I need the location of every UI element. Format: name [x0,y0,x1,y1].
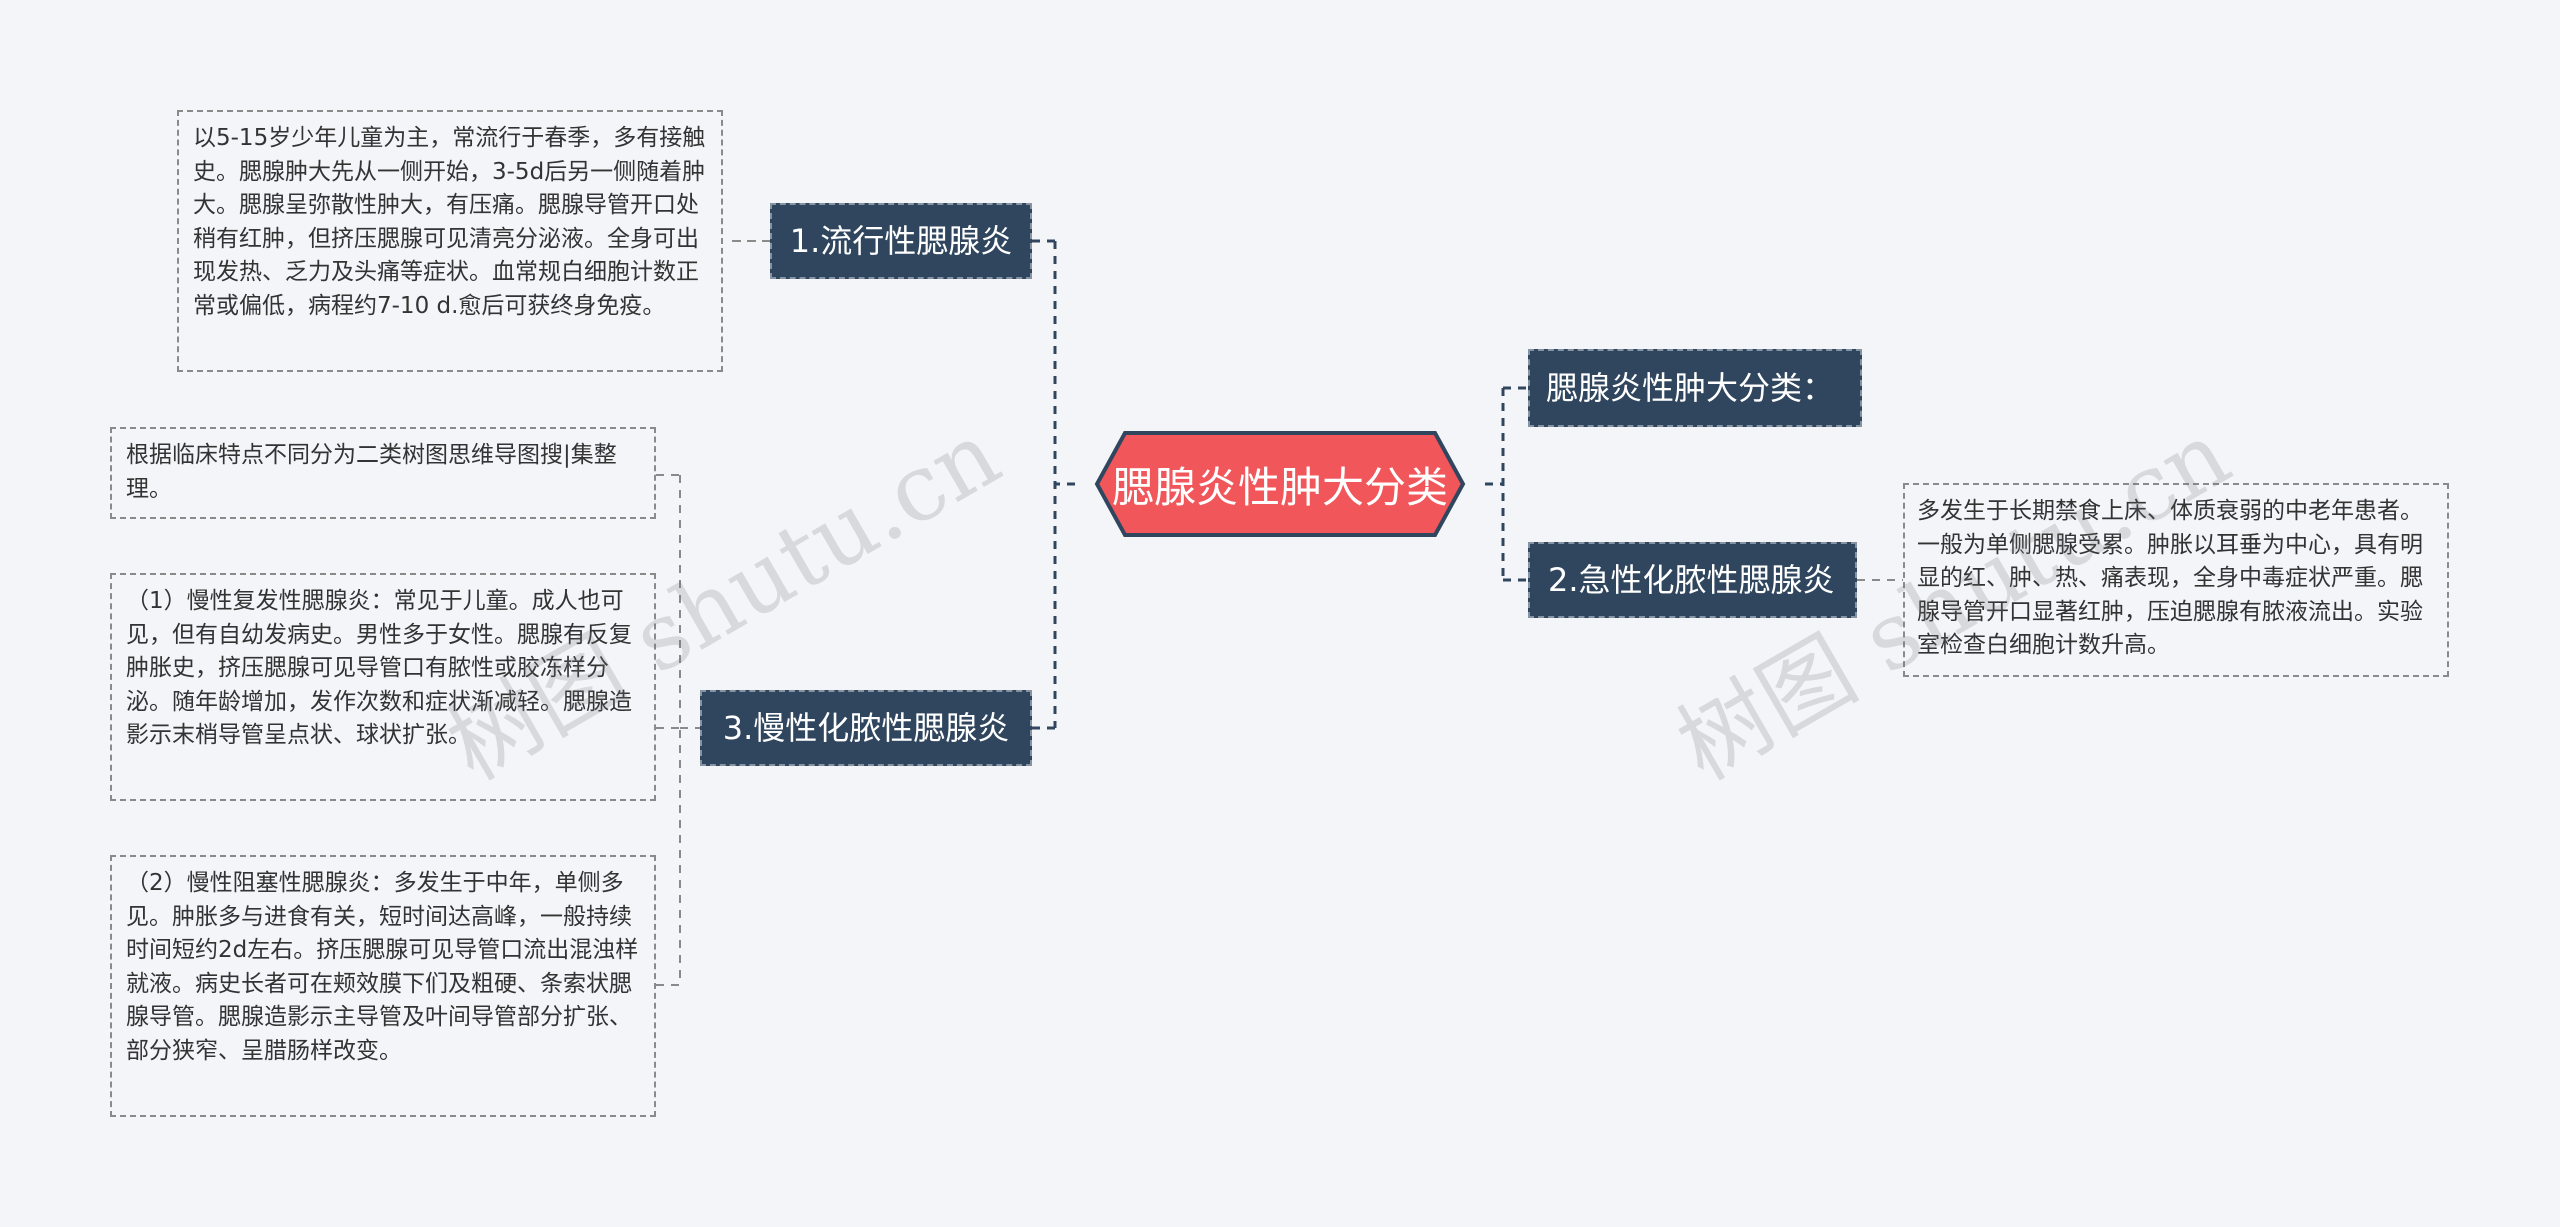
chronic-recurrent-note: （1）慢性复发性腮腺炎：常见于儿童。成人也可见，但有自幼发病史。男性多于女性。腮… [110,573,656,801]
central-shape [1094,431,1466,537]
central-title: 腮腺炎性肿大分类 [1111,462,1448,512]
acute-note: 多发生于长期禁食上床、体质衰弱的中老年患者。一般为单侧腮腺受累。肿胀以耳垂为中心… [1903,483,2449,677]
chronic-intro-note: 根据临床特点不同分为二类树图思维导图搜|集整理。 [110,427,656,519]
epidemic-node[interactable]: 1.流行性腮腺炎 [770,203,1032,279]
chronic-node[interactable]: 3.慢性化脓性腮腺炎 [700,690,1032,766]
chronic-obstructive-note: （2）慢性阻塞性腮腺炎：多发生于中年，单侧多见。肿胀多与进食有关，短时间达高峰，… [110,855,656,1117]
central-topic[interactable]: 腮腺炎性肿大分类 [1075,430,1485,538]
right-heading-node[interactable]: 腮腺炎性肿大分类： [1528,349,1862,427]
acute-node[interactable]: 2.急性化脓性腮腺炎 [1528,542,1857,618]
epidemic-note: 以5-15岁少年儿童为主，常流行于春季，多有接触史。腮腺肿大先从一侧开始，3-5… [177,110,723,372]
